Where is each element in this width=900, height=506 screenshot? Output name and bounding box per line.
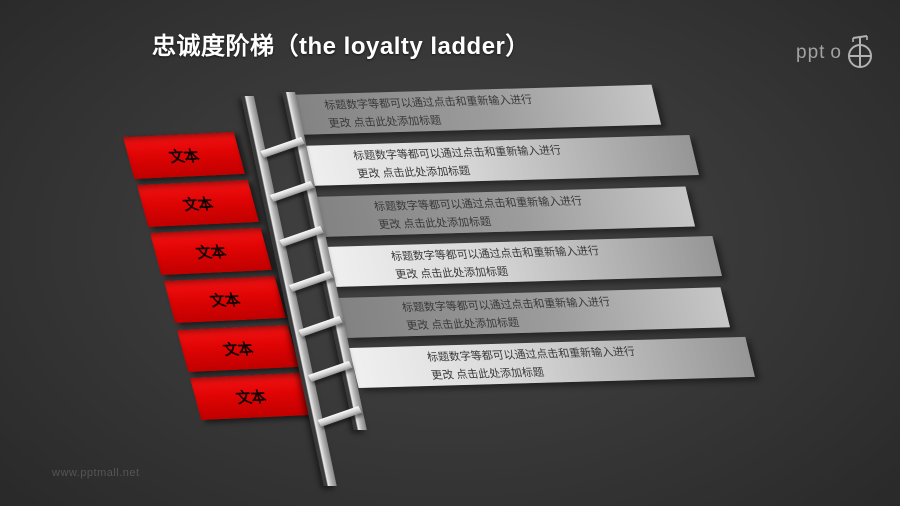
ladder-step-5[interactable]: 文本 [177, 324, 299, 372]
brand-logo-o: o [830, 42, 841, 63]
ladder-step-4[interactable]: 文本 [164, 275, 286, 323]
ladder-step-label: 文本 [167, 147, 202, 166]
page-title: 忠诚度阶梯（the loyalty ladder） [152, 33, 530, 60]
text-bar-1[interactable]: 标题数字等都可以通过点击和重新输入进行 更改 点击此处添加标题 [284, 84, 662, 135]
ladder-step-label: 文本 [221, 340, 256, 359]
text-bar-2[interactable]: 标题数字等都可以通过点击和重新输入进行 更改 点击此处添加标题 [297, 134, 699, 186]
ladder-step-label: 文本 [208, 291, 243, 310]
ladder-step-label: 文本 [181, 195, 216, 214]
ladder-step-2[interactable]: 文本 [137, 179, 259, 227]
ladder-step-3[interactable]: 文本 [150, 227, 272, 275]
brand-logo-text: ppt [796, 42, 826, 63]
brand-logo: ppt o [796, 34, 876, 72]
text-bar-5[interactable]: 标题数字等都可以通过点击和重新输入进行 更改 点击此处添加标题 [336, 287, 731, 338]
ladder-step-label: 文本 [234, 388, 269, 407]
stopwatch-icon [844, 34, 876, 72]
watermark: www.pptmall.net [52, 467, 140, 479]
ladder-step-6[interactable]: 文本 [190, 372, 312, 420]
text-bar-3[interactable]: 标题数字等都可以通过点击和重新输入进行 更改 点击此处添加标题 [310, 186, 696, 237]
ladder-step-label: 文本 [194, 243, 229, 262]
text-bar-4[interactable]: 标题数字等都可以通过点击和重新输入进行 更改 点击此处添加标题 [323, 236, 722, 287]
text-bar-6[interactable]: 标题数字等都可以通过点击和重新输入进行 更改 点击此处添加标题 [349, 336, 755, 388]
ladder-step-1[interactable]: 文本 [123, 131, 245, 179]
